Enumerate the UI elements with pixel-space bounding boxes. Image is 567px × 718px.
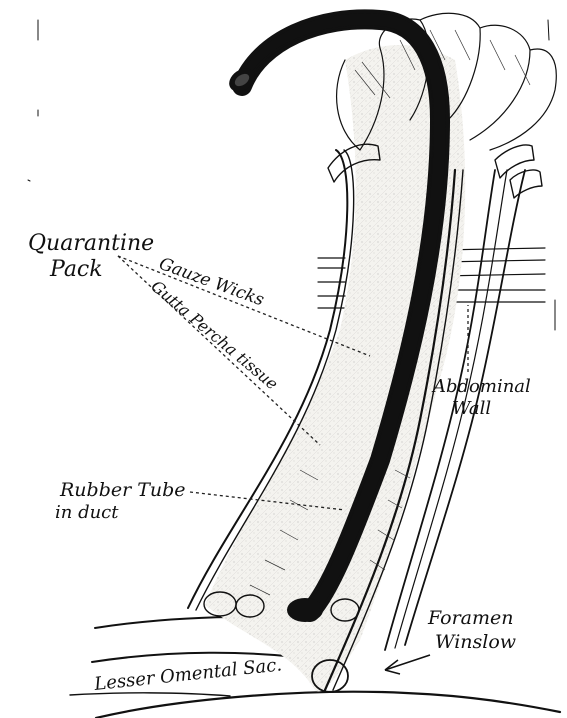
label-rubber-tube-line2: in duct — [55, 502, 119, 523]
label-abdominal-line2: Wall — [452, 398, 491, 419]
label-quarantine-line2: Pack — [49, 257, 103, 282]
label-rubber-tube-line1: Rubber Tube — [59, 479, 186, 501]
label-foramen-line1: Foramen — [427, 607, 514, 629]
label-quarantine-line1: Quarantine — [28, 231, 154, 256]
label-abdominal-line1: Abdominal — [431, 376, 531, 397]
label-lesser-omental-sac: Lesser Omental Sac. — [92, 654, 283, 695]
label-foramen-line2: Winslow — [435, 631, 516, 653]
